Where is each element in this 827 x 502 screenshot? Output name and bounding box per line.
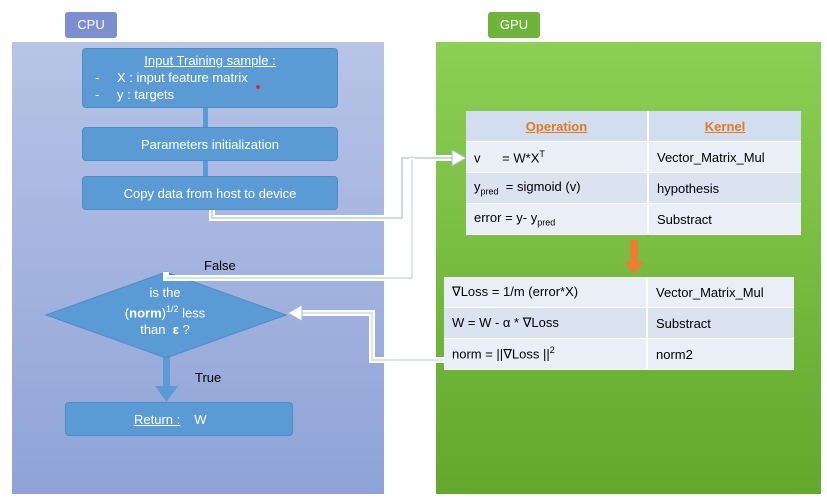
table-row: W = W - α * ∇Loss Substract [444, 307, 794, 339]
table-row: v = W*XT Vector_Matrix_Mul [466, 141, 801, 173]
op-lhs: y [474, 179, 481, 195]
orange-arrow-shaft [630, 240, 638, 262]
decision-less: less [178, 305, 206, 321]
op-sup: 2 [549, 345, 555, 356]
connector-false-edge [166, 160, 413, 279]
gpu-operation-table: Operation Kernel v = W*XT Vector_Matrix_… [466, 111, 801, 235]
input-line-y-text: y : targets [117, 87, 175, 102]
op-rhs: = sigmoid (v) [505, 179, 581, 195]
connector-params-copy [203, 161, 208, 176]
op-cell: ∇Loss = 1/m (error*X) [444, 277, 648, 308]
bullet-dash: - [95, 70, 100, 85]
decision-than: than [140, 322, 166, 338]
header-operation: Operation [466, 111, 649, 142]
return-box: Return : W [65, 402, 293, 436]
gpu-gradient-table: ∇Loss = 1/m (error*X) Vector_Matrix_Mul … [444, 277, 794, 370]
decision-epsilon: ε [172, 322, 179, 338]
op-lhs: error [474, 210, 502, 226]
kernel-cell: hypothesis [648, 172, 801, 204]
copy-data-box: Copy data from host to device [82, 176, 338, 210]
params-init-box: Parameters initialization [82, 127, 338, 161]
arrowhead-return [155, 386, 178, 402]
table-row: ∇Loss = 1/m (error*X) Vector_Matrix_Mul [444, 277, 794, 308]
decision-question: ? [178, 322, 190, 338]
decision-norm: norm [129, 305, 162, 321]
connector-gpu-to-decision-edge [302, 312, 444, 361]
op-rhs-sub: pred [537, 217, 556, 228]
input-training-box: Input Training sample : - X : input featu… [82, 48, 338, 108]
red-dot-mark [256, 85, 260, 89]
op-lhs-sub: pred [480, 186, 499, 197]
table-row: norm = ||∇Loss ||2 norm2 [444, 338, 794, 370]
op-text: norm = ||∇Loss || [452, 346, 550, 362]
decision-line2: (norm)1/2 less [124, 304, 206, 321]
orange-arrow-head [624, 262, 644, 274]
arrowhead-to-decision [286, 304, 303, 322]
connector-decision-return [163, 348, 170, 386]
true-label: True [195, 370, 222, 385]
kernel-cell: Vector_Matrix_Mul [647, 277, 794, 308]
kernel-cell: Vector_Matrix_Mul [648, 141, 801, 173]
op-cell: ypred = sigmoid (v) [466, 172, 649, 204]
table-header-row: Operation Kernel [466, 111, 801, 142]
return-value: W [194, 412, 207, 427]
op-cell: W = W - α * ∇Loss [444, 307, 648, 339]
kernel-cell: norm2 [647, 338, 794, 370]
table-row: error = y- ypred Substract [466, 203, 801, 235]
bullet-dash: - [95, 87, 100, 102]
decision-power: 1/2 [165, 304, 179, 314]
table-row: ypred = sigmoid (v) hypothesis [466, 172, 801, 204]
input-line-x: - X : input feature matrix [95, 70, 325, 85]
header-kernel: Kernel [648, 111, 801, 142]
op-lhs: v [474, 150, 481, 166]
decision-text: is the (norm)1/2 less than ε ? [110, 284, 220, 338]
gpu-tag: GPU [488, 12, 540, 38]
decision-line3: than ε ? [110, 321, 220, 338]
connector-gpu-to-decision [302, 310, 444, 363]
decision-line1: is the [149, 285, 181, 300]
op-cell: norm = ||∇Loss ||2 [444, 338, 648, 370]
op-sup: T [539, 148, 545, 159]
connector-input-params [203, 108, 208, 127]
input-line-y: - y : targets [95, 87, 325, 102]
false-label: False [204, 258, 236, 273]
op-rhs: = y- y [505, 210, 538, 226]
connector-copy-to-gpu-edge [211, 157, 452, 219]
kernel-cell: Substract [648, 203, 801, 235]
op-cell: v = W*XT [466, 141, 649, 173]
return-label: Return : [134, 412, 181, 427]
input-title: Input Training sample : [144, 53, 276, 68]
decision-diamond [44, 271, 288, 359]
kernel-cell: Substract [647, 307, 794, 339]
arrowhead-to-gpu [451, 149, 468, 167]
input-line-x-text: X : input feature matrix [117, 70, 248, 85]
op-cell: error = y- ypred [466, 203, 649, 235]
op-rhs: = W*X [502, 150, 540, 166]
cpu-tag: CPU [65, 12, 117, 38]
